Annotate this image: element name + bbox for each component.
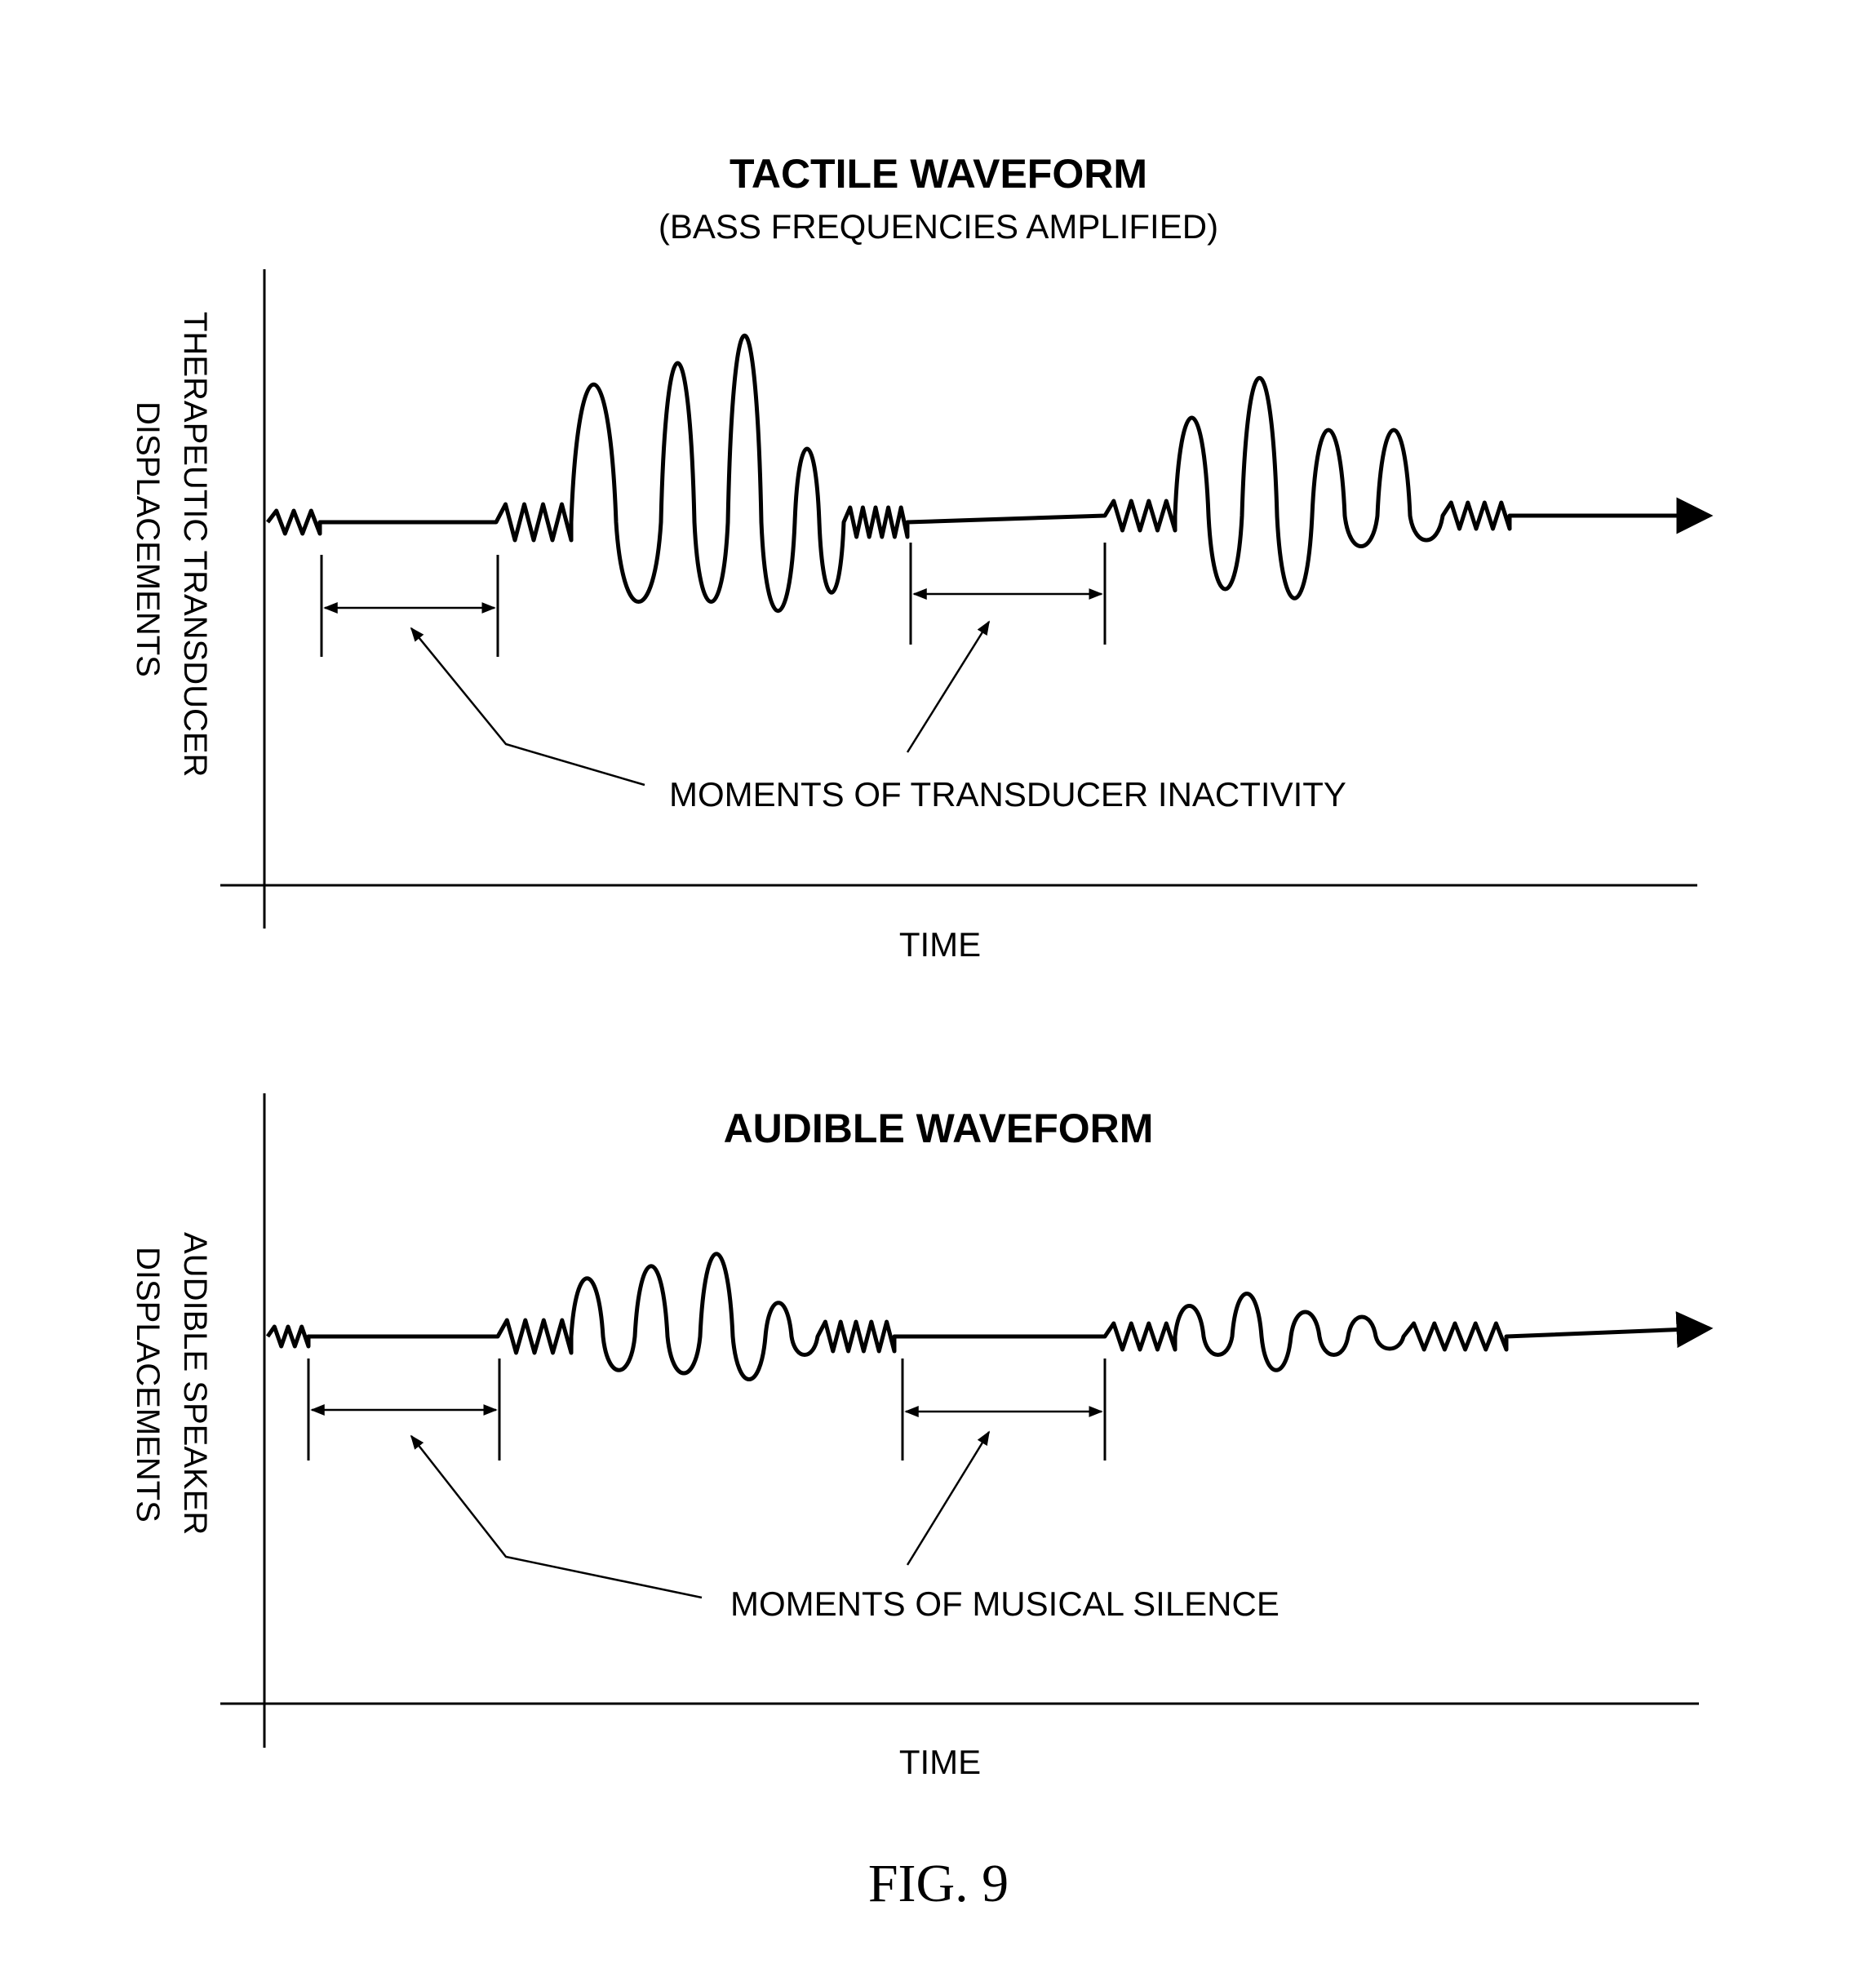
audible-annotation: MOMENTS OF MUSICAL SILENCE [730, 1585, 1279, 1623]
tactile-ylabel-line1: THERAPEUTIC TRANSDUCER [177, 312, 213, 777]
audible-ylabel-line1: AUDIBLE SPEAKER [177, 1232, 213, 1535]
figure-label: FIG. 9 [868, 1854, 1009, 1913]
audible-interval-1 [307, 1359, 501, 1460]
tactile-x-axis-label: TIME [899, 925, 981, 964]
audible-ylabel-line2: DISPLACEMENTS [130, 1247, 166, 1523]
tactile-leader-left [410, 627, 645, 787]
tactile-subtitle: (BASS FREQUENCIES AMPLIFIED) [659, 207, 1218, 246]
tactile-title: TACTILE WAVEFORM [730, 151, 1147, 197]
audible-title: AUDIBLE WAVEFORM [724, 1106, 1154, 1151]
audible-leader-left [410, 1434, 703, 1599]
audible-waveform [265, 1252, 1714, 1381]
tactile-interval-2 [909, 543, 1107, 645]
tactile-leader-right [906, 620, 991, 753]
audible-y-axis-label: AUDIBLE SPEAKER DISPLACEMENTS [130, 1232, 213, 1535]
tactile-ylabel-line2: DISPLACEMENTS [130, 401, 166, 677]
audible-x-axis-label: TIME [899, 1743, 981, 1781]
audible-leader-right [906, 1430, 991, 1566]
tactile-waveform [266, 333, 1714, 614]
tactile-annotation: MOMENTS OF TRANSDUCER INACTIVITY [669, 775, 1346, 813]
tactile-interval-1 [320, 555, 499, 657]
audible-interval-2 [901, 1359, 1107, 1460]
audible-panel: AUDIBLE WAVEFORM AUDIBLE SPEAKER DISPLAC… [130, 1093, 1714, 1781]
tactile-panel: TACTILE WAVEFORM (BASS FREQUENCIES AMPLI… [130, 151, 1714, 964]
tactile-y-axis-label: THERAPEUTIC TRANSDUCER DISPLACEMENTS [130, 312, 213, 777]
